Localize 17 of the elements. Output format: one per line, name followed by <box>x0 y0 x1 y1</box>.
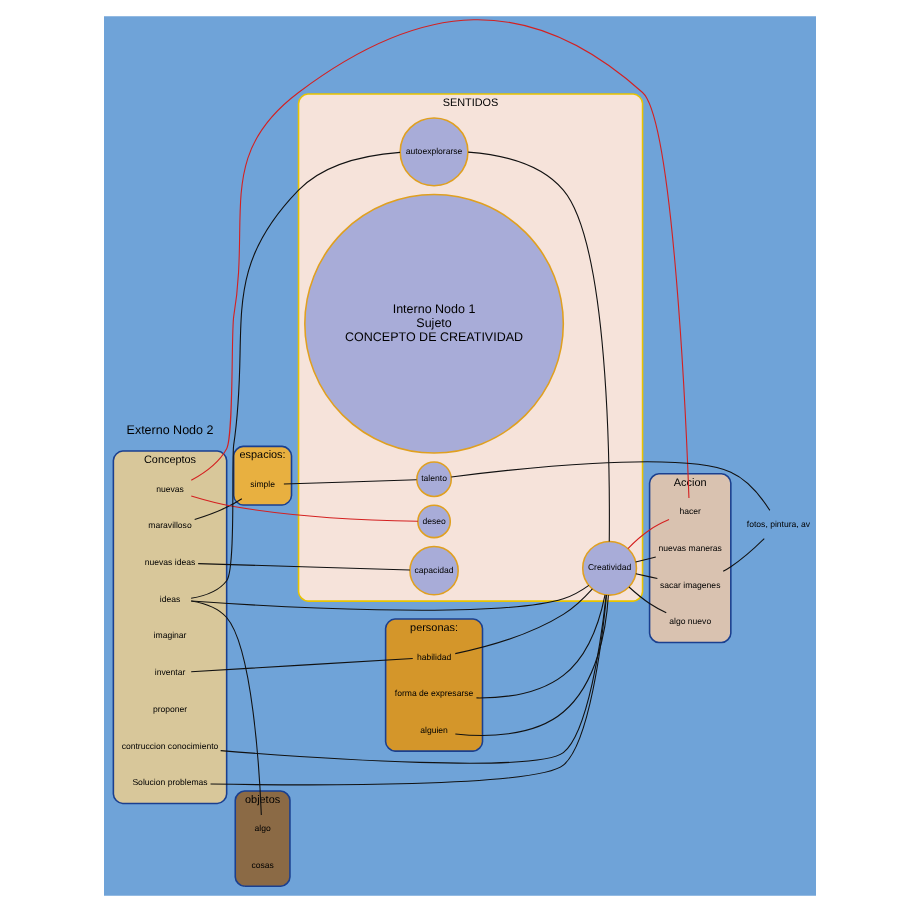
connector <box>190 600 262 816</box>
connector <box>467 151 610 542</box>
connector <box>454 594 609 736</box>
connector <box>635 573 658 580</box>
connector <box>190 151 401 599</box>
connector <box>475 594 606 699</box>
connector <box>194 498 243 521</box>
connector <box>197 563 411 571</box>
connector <box>190 584 590 611</box>
connector <box>627 519 670 550</box>
connector <box>628 586 667 614</box>
connector <box>190 495 419 522</box>
connector <box>283 479 418 485</box>
connector <box>450 461 771 511</box>
connector <box>454 588 593 655</box>
connector <box>635 556 657 563</box>
connector <box>190 658 414 673</box>
